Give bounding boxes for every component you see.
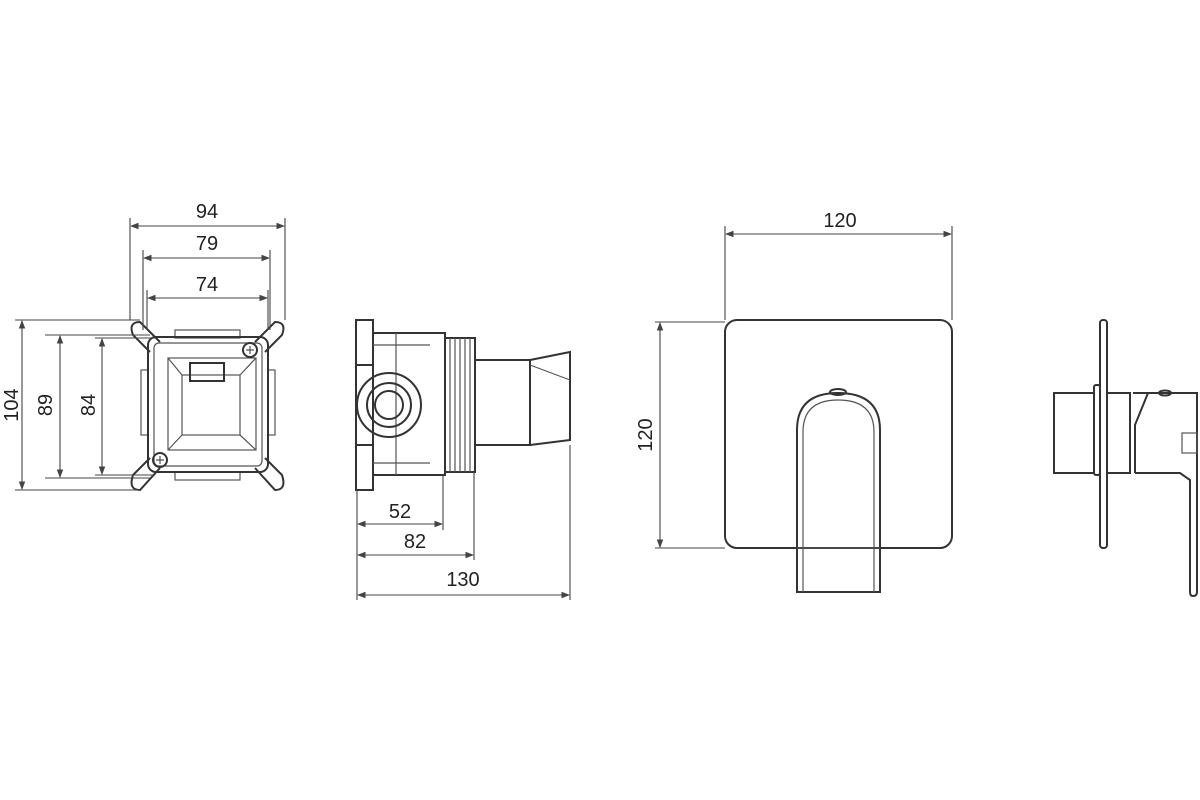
screw-icon [242,342,258,358]
dim-74: 74 [196,274,218,296]
trim-side-view [1053,319,1198,598]
dim-trim-height: 120 [635,418,657,451]
dim-104: 104 [1,388,23,421]
side-box-dimensions: 52 82 130 [356,445,571,600]
trim-dimensions: 120 120 [635,210,953,549]
dim-52: 52 [389,501,411,523]
mounting-box-side-view [355,319,571,491]
dim-trim-width: 120 [823,210,856,232]
dim-84: 84 [78,394,100,416]
front-box-dimensions: 94 79 74 104 89 84 [1,201,286,491]
dim-79: 79 [196,233,218,255]
dim-130: 130 [446,569,479,591]
mounting-box-front-view [130,320,285,492]
trim-plate-front-view [724,319,953,593]
dim-94: 94 [196,201,218,223]
dim-89: 89 [35,394,57,416]
dim-82: 82 [404,531,426,553]
screw-icon [152,452,168,468]
